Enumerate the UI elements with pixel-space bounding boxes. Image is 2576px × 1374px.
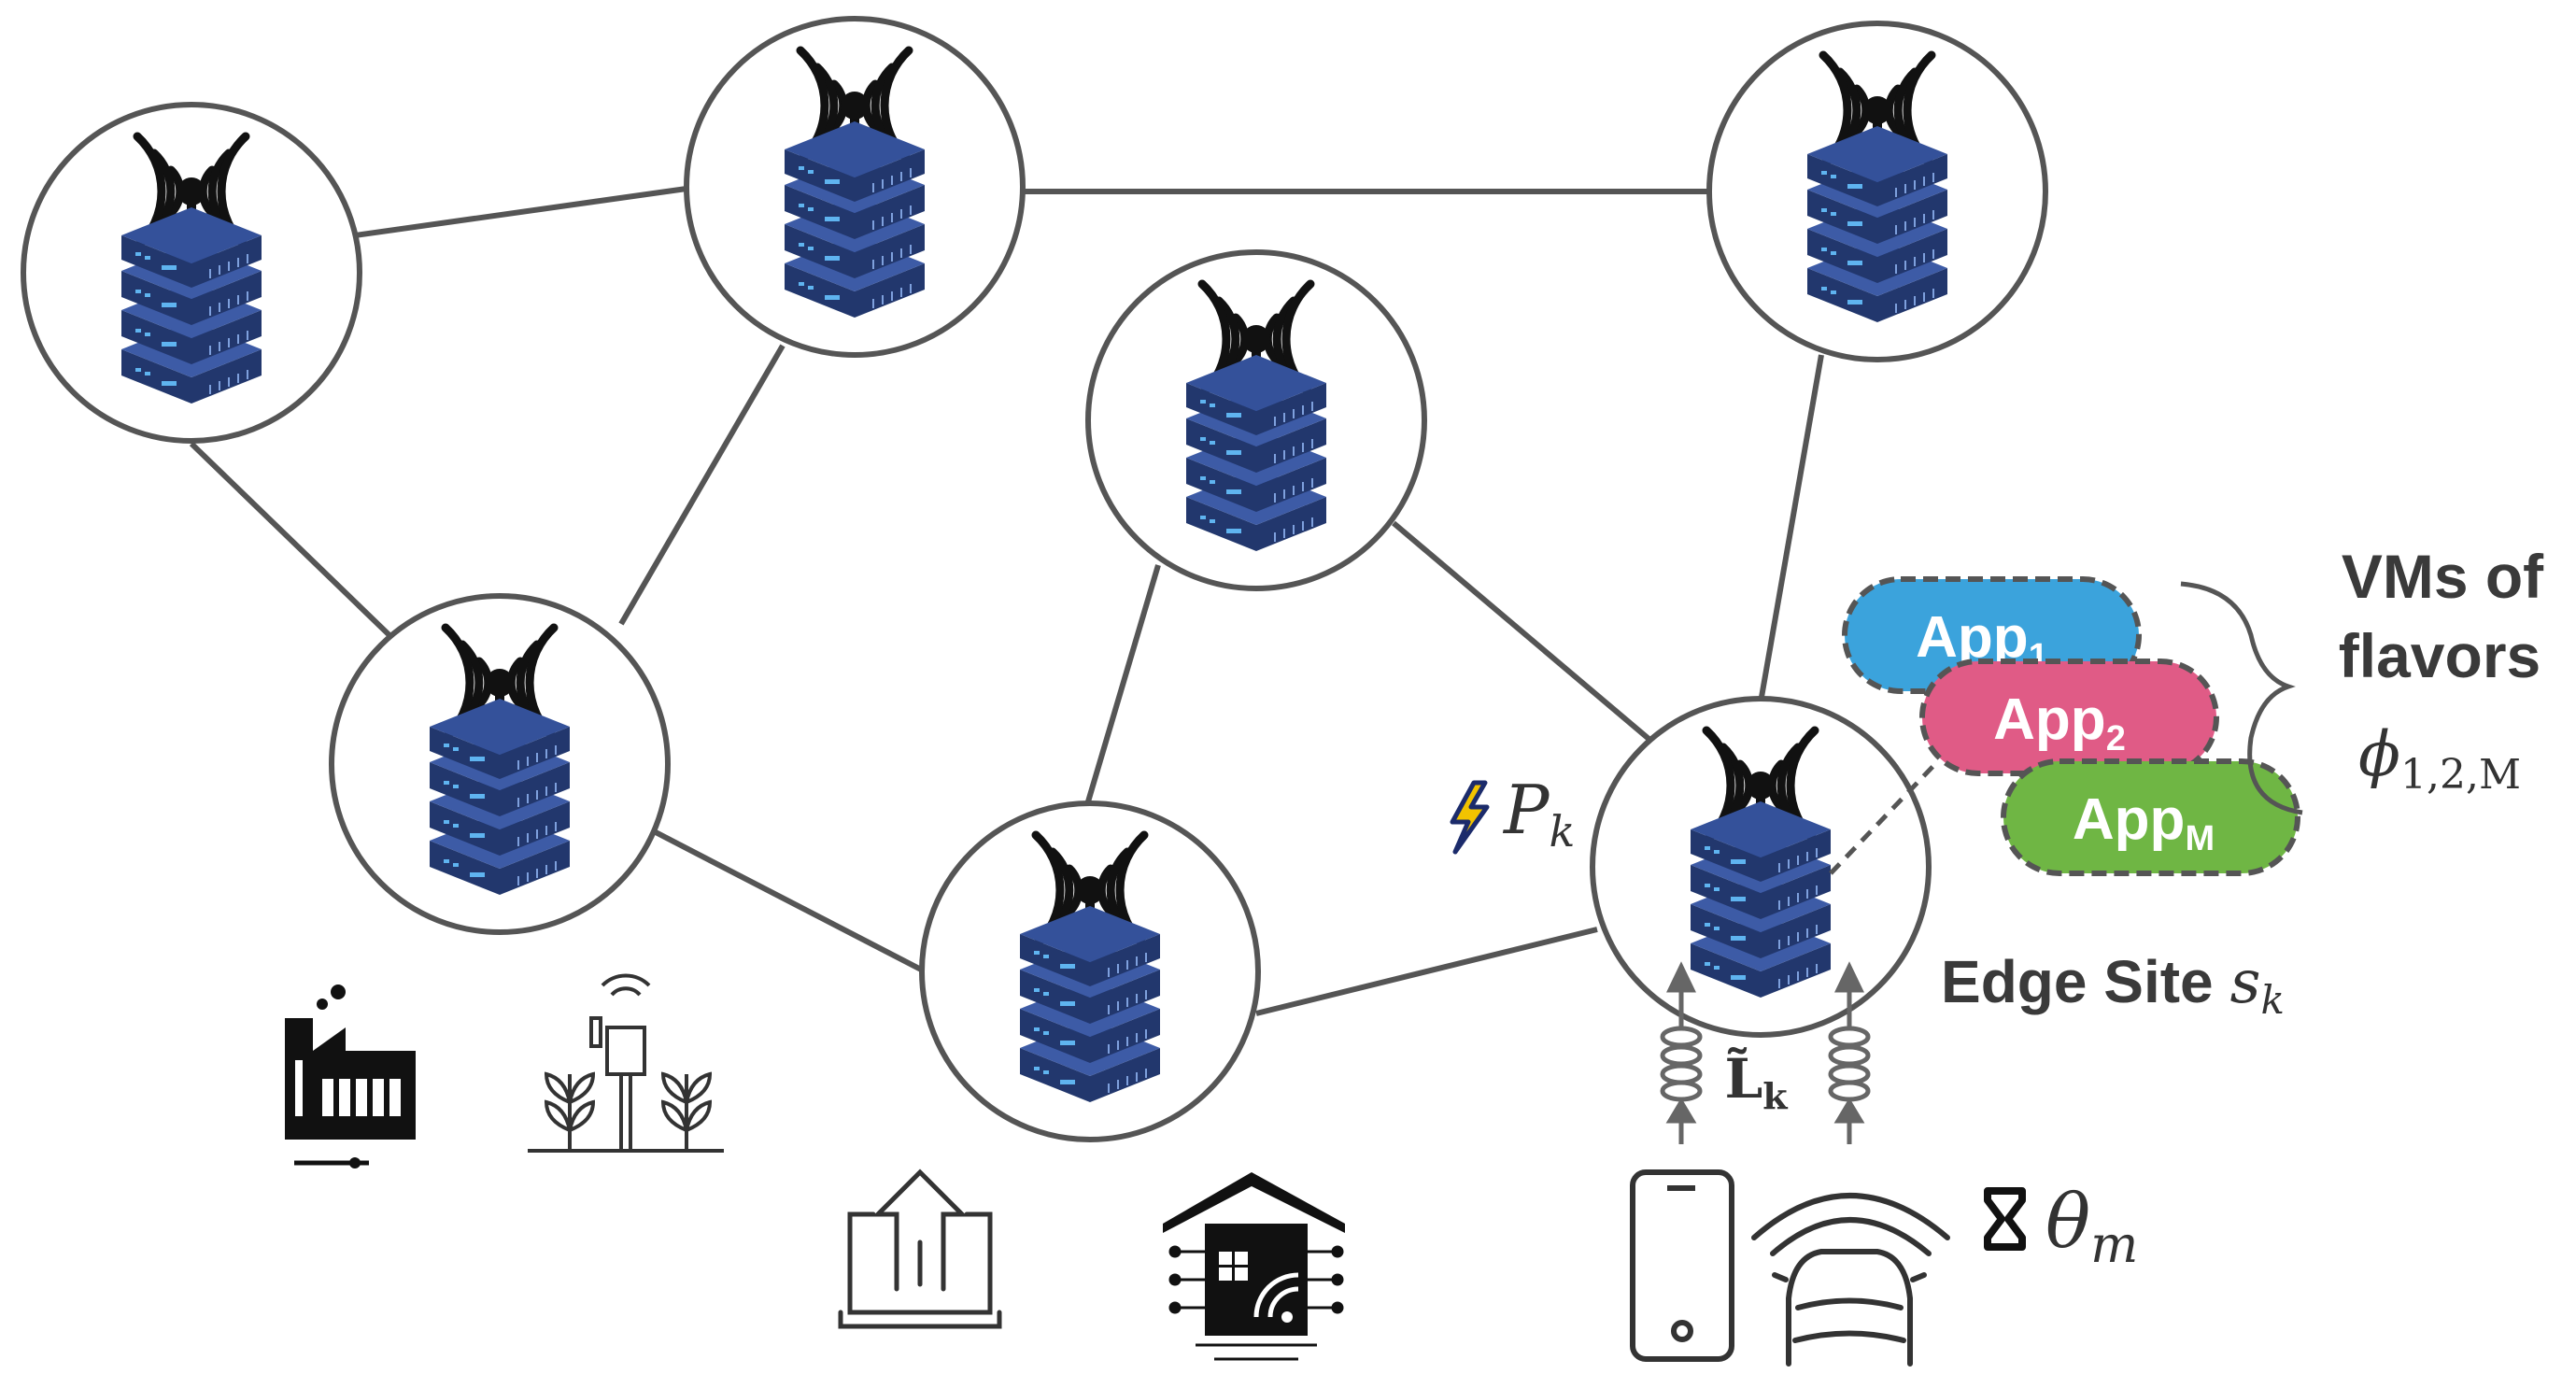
svg-text:App2: App2 [1993, 687, 2126, 758]
app2-sub: 2 [2106, 719, 2126, 758]
link-n1-n3 [189, 441, 395, 641]
edge-node-2 [684, 16, 1026, 358]
factory-icon [285, 984, 416, 1169]
link-n5-n6 [1255, 927, 1598, 1016]
phi-symbol: ϕ1,2,M [2358, 718, 2521, 799]
vm-link-dashed [1829, 764, 1935, 875]
svg-text:Pk: Pk [1502, 771, 1575, 857]
link-n2-n3 [618, 344, 786, 626]
load-label: L̃k [1724, 1046, 1788, 1117]
traffic-flow-left [1660, 961, 1703, 1144]
connected-car-icon [1751, 1193, 1950, 1367]
svg-text:θm: θm [2045, 1178, 2138, 1274]
edge-node-6 [1590, 696, 1932, 1038]
power-label: Pk [1450, 771, 1575, 857]
link-n3-n5 [652, 829, 927, 974]
hourglass-icon [1984, 1187, 2026, 1251]
lightning-icon [1450, 780, 1490, 855]
appm-sub: M [2185, 819, 2215, 858]
edge-node-4 [1085, 249, 1427, 591]
link-n1-n2 [354, 186, 687, 238]
edge-node-1 [21, 102, 362, 444]
edge-node-3 [329, 593, 671, 935]
smartphone-icon [1630, 1169, 1734, 1362]
vms-label-line2: flavors [2339, 621, 2541, 690]
link-n7-n6 [1758, 354, 1824, 703]
laptop-upload-icon [838, 1169, 1002, 1329]
link-n4-n6 [1392, 520, 1655, 745]
traffic-flow-right [1828, 961, 1871, 1144]
network-links [189, 186, 1824, 1016]
app-bubble-m: AppM [2001, 758, 2300, 876]
edge-node-7 [1706, 21, 2048, 362]
edge-node-5 [919, 800, 1261, 1142]
vms-label-line1: VMs of [2342, 542, 2544, 611]
link-n4-n5 [1083, 564, 1161, 809]
time-label: θm [1984, 1178, 2138, 1274]
vm-brace [2180, 581, 2303, 815]
svg-text:AppM: AppM [2073, 787, 2215, 858]
smart-home-icon [1163, 1172, 1345, 1361]
app2-name: App [1993, 687, 2106, 752]
app-bubble-2: App2 [1919, 659, 2219, 776]
appm-name: App [2073, 787, 2186, 852]
smart-farm-icon [528, 973, 724, 1153]
load-spring-icon-right [1828, 1026, 1871, 1102]
load-spring-icon-left [1660, 1026, 1703, 1102]
